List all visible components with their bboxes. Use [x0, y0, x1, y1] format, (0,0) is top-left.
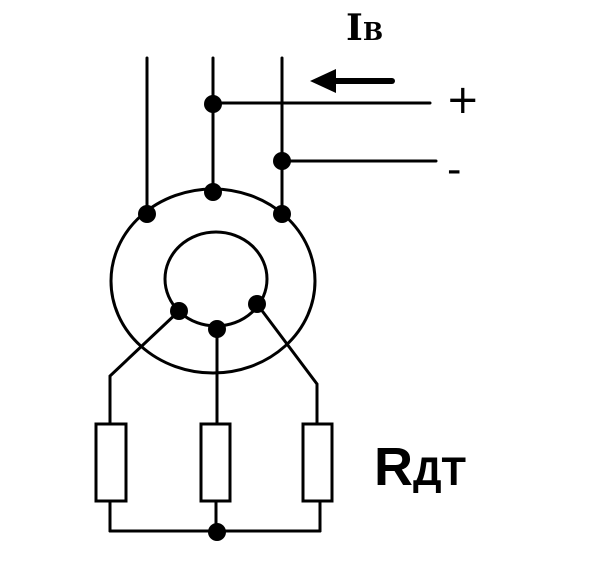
node-inner-right	[248, 295, 266, 313]
node-minus-junction	[273, 152, 291, 170]
resistor-right	[301, 422, 334, 503]
resistance-label-main: R	[374, 437, 413, 497]
inner-wire-left	[108, 309, 181, 426]
node-plus-junction	[204, 95, 222, 113]
resistance-label: RДТ	[374, 440, 466, 494]
node-common	[208, 523, 226, 541]
current-label: IB	[346, 10, 383, 46]
plus-terminal-label: +	[446, 77, 480, 123]
node-inner-middle	[208, 320, 226, 338]
node-inner-left	[170, 302, 188, 320]
node-outer-left	[138, 205, 156, 223]
resistance-label-sub: ДТ	[413, 450, 466, 494]
current-arrow-head	[310, 69, 336, 93]
node-outer-top	[204, 183, 222, 201]
resistor-left	[94, 422, 128, 503]
current-label-sub: B	[362, 17, 384, 46]
node-outer-right	[273, 205, 291, 223]
current-label-main: I	[346, 7, 363, 49]
resistor-middle	[199, 422, 232, 503]
inner-wire-right	[255, 302, 319, 426]
minus-terminal-label: -	[447, 147, 462, 193]
